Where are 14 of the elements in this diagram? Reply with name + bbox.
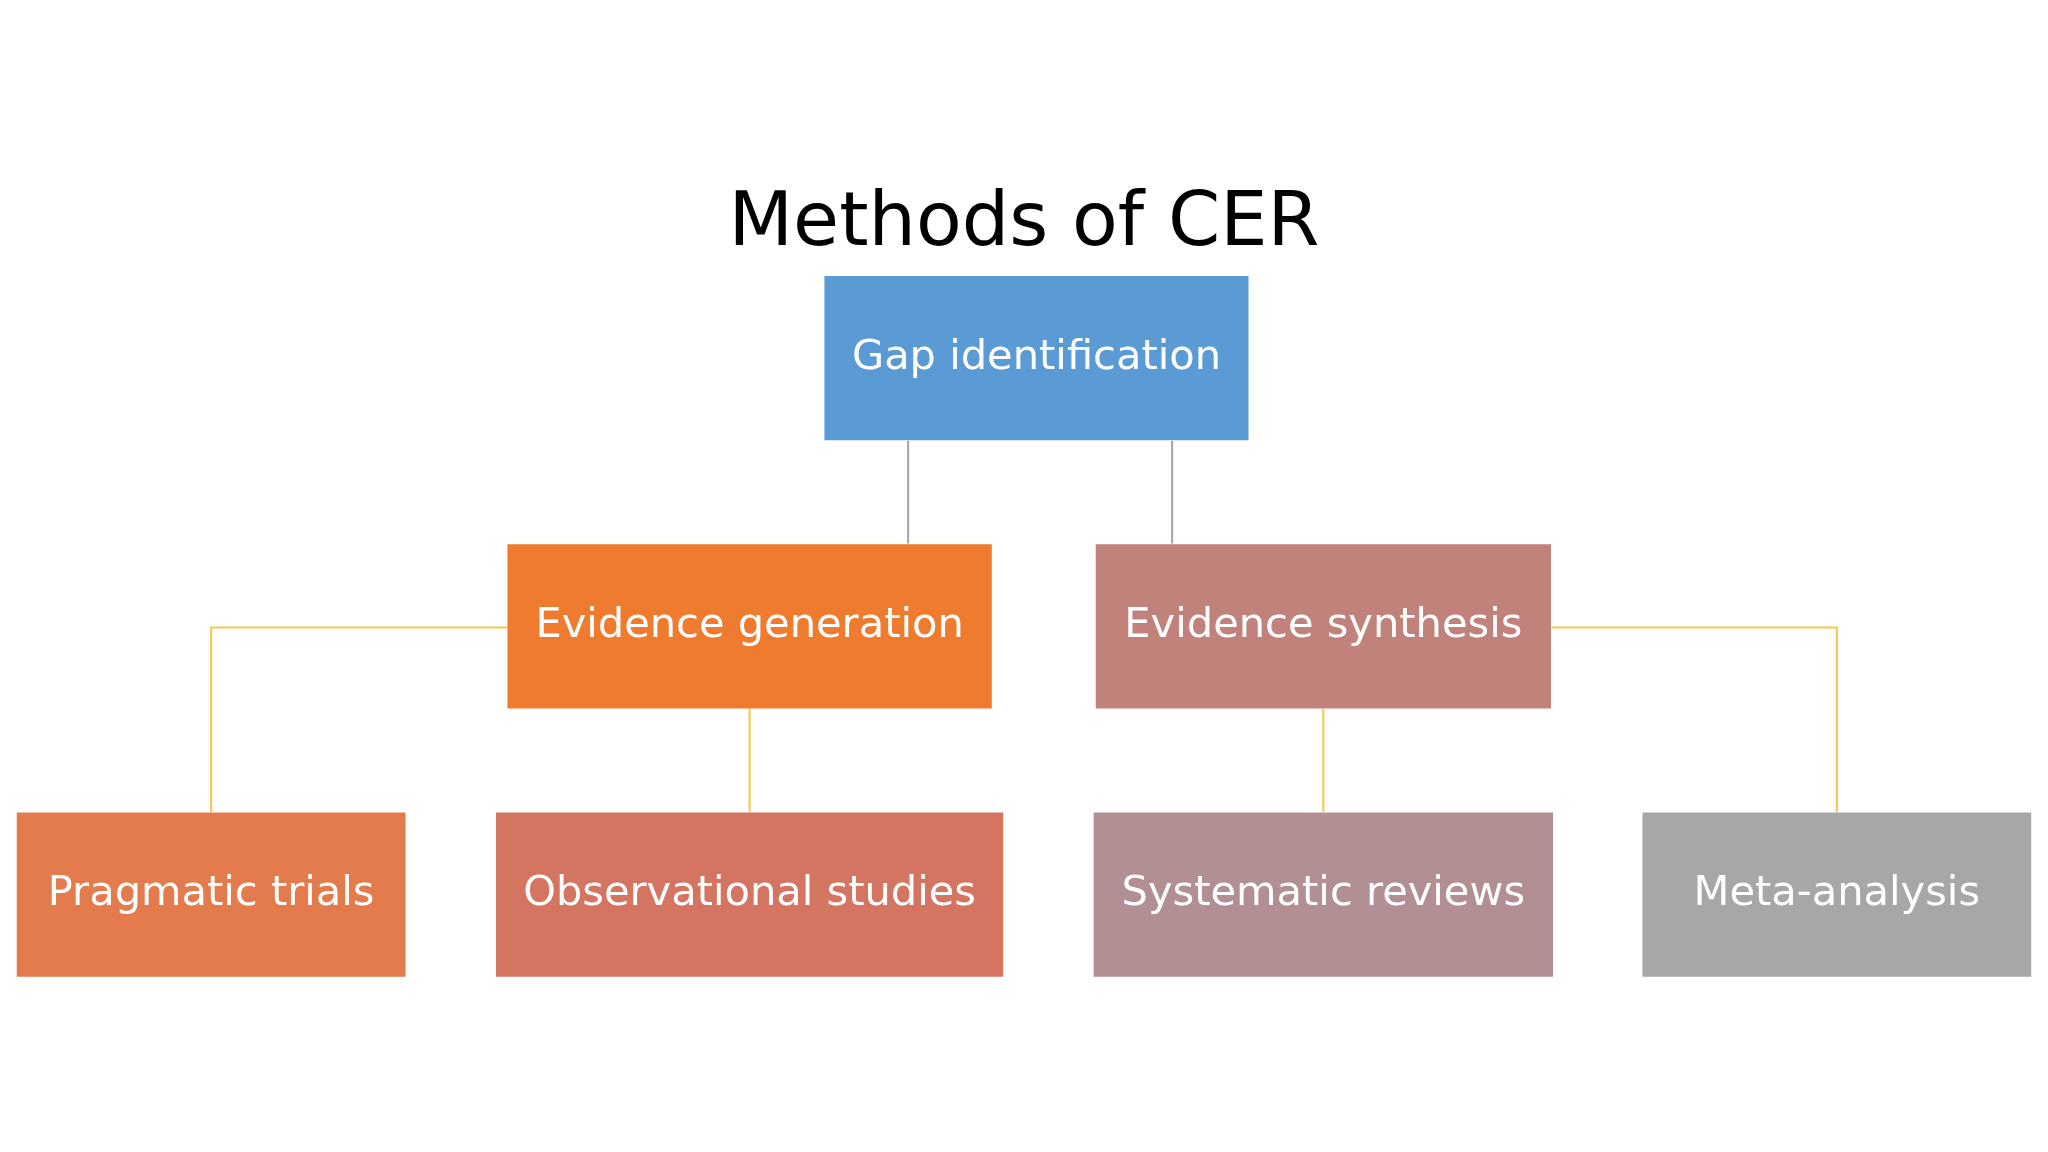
node-box: Observational studies xyxy=(495,811,1004,977)
diagram-title: Methods of CER xyxy=(728,175,1320,262)
connector xyxy=(1322,708,1325,812)
node-box: Evidence synthesis xyxy=(1095,543,1551,708)
connector xyxy=(1171,440,1174,544)
node-box: Pragmatic trials xyxy=(16,811,406,977)
node-box: Evidence generation xyxy=(507,543,992,708)
connector xyxy=(907,440,910,544)
node-box: Meta-analysis xyxy=(1642,811,2032,977)
node-box: Systematic reviews xyxy=(1093,811,1554,977)
connector xyxy=(210,625,508,812)
connector xyxy=(1551,625,1838,812)
connector xyxy=(748,708,751,812)
node-box: Gap identification xyxy=(824,275,1249,440)
